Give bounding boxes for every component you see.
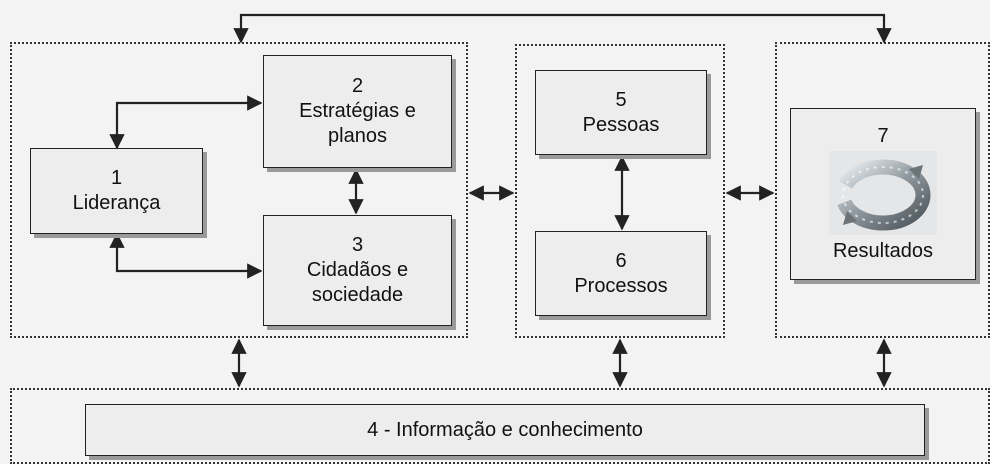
group-people-processes [515, 44, 725, 338]
circular-arrows-icon [829, 151, 937, 235]
box-pessoas: 5 Pessoas [535, 70, 707, 155]
box-label: Cidadãos e [306, 259, 409, 281]
box-number: 1 [110, 167, 123, 189]
arrow-lideranca-cidadaos [109, 232, 263, 279]
box-label: Pessoas [582, 113, 660, 136]
feedback-loop-arrow [233, 13, 892, 44]
box-label: 4 - Informação e conhecimento [367, 418, 643, 441]
box-processos: 6 Processos [535, 231, 707, 316]
arrow-lideranca-estrategias [109, 95, 263, 150]
box-number: 5 [615, 88, 627, 111]
box-estrategias: 2 Estratégias e planos [263, 55, 452, 168]
box-cidadaos: 3 Cidadãos e sociedade [263, 215, 452, 326]
box-label: Liderança [72, 192, 161, 214]
box-number: 2 [351, 75, 364, 97]
box-informacao: 4 - Informação e conhecimento [85, 404, 925, 456]
box-label: Resultados [832, 240, 934, 262]
box-number: 7 [877, 125, 889, 147]
box-lideranca: 1 Liderança [30, 148, 203, 234]
group-information [10, 388, 990, 464]
box-label: planos [328, 125, 387, 147]
box-number: 6 [615, 249, 627, 272]
box-resultados: 7 Resultados [790, 108, 976, 280]
box-label: Processos [574, 274, 668, 297]
box-number: 3 [351, 234, 364, 256]
box-label: Estratégias e [299, 100, 416, 122]
box-label: sociedade [311, 284, 404, 306]
